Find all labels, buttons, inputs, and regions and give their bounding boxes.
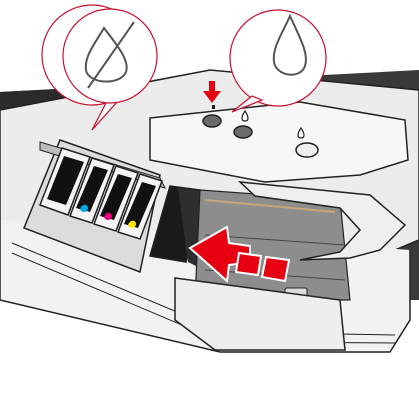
ink-button (234, 126, 252, 138)
power-button (203, 115, 221, 127)
ink-light (212, 105, 215, 109)
maintenance-button (296, 143, 318, 157)
